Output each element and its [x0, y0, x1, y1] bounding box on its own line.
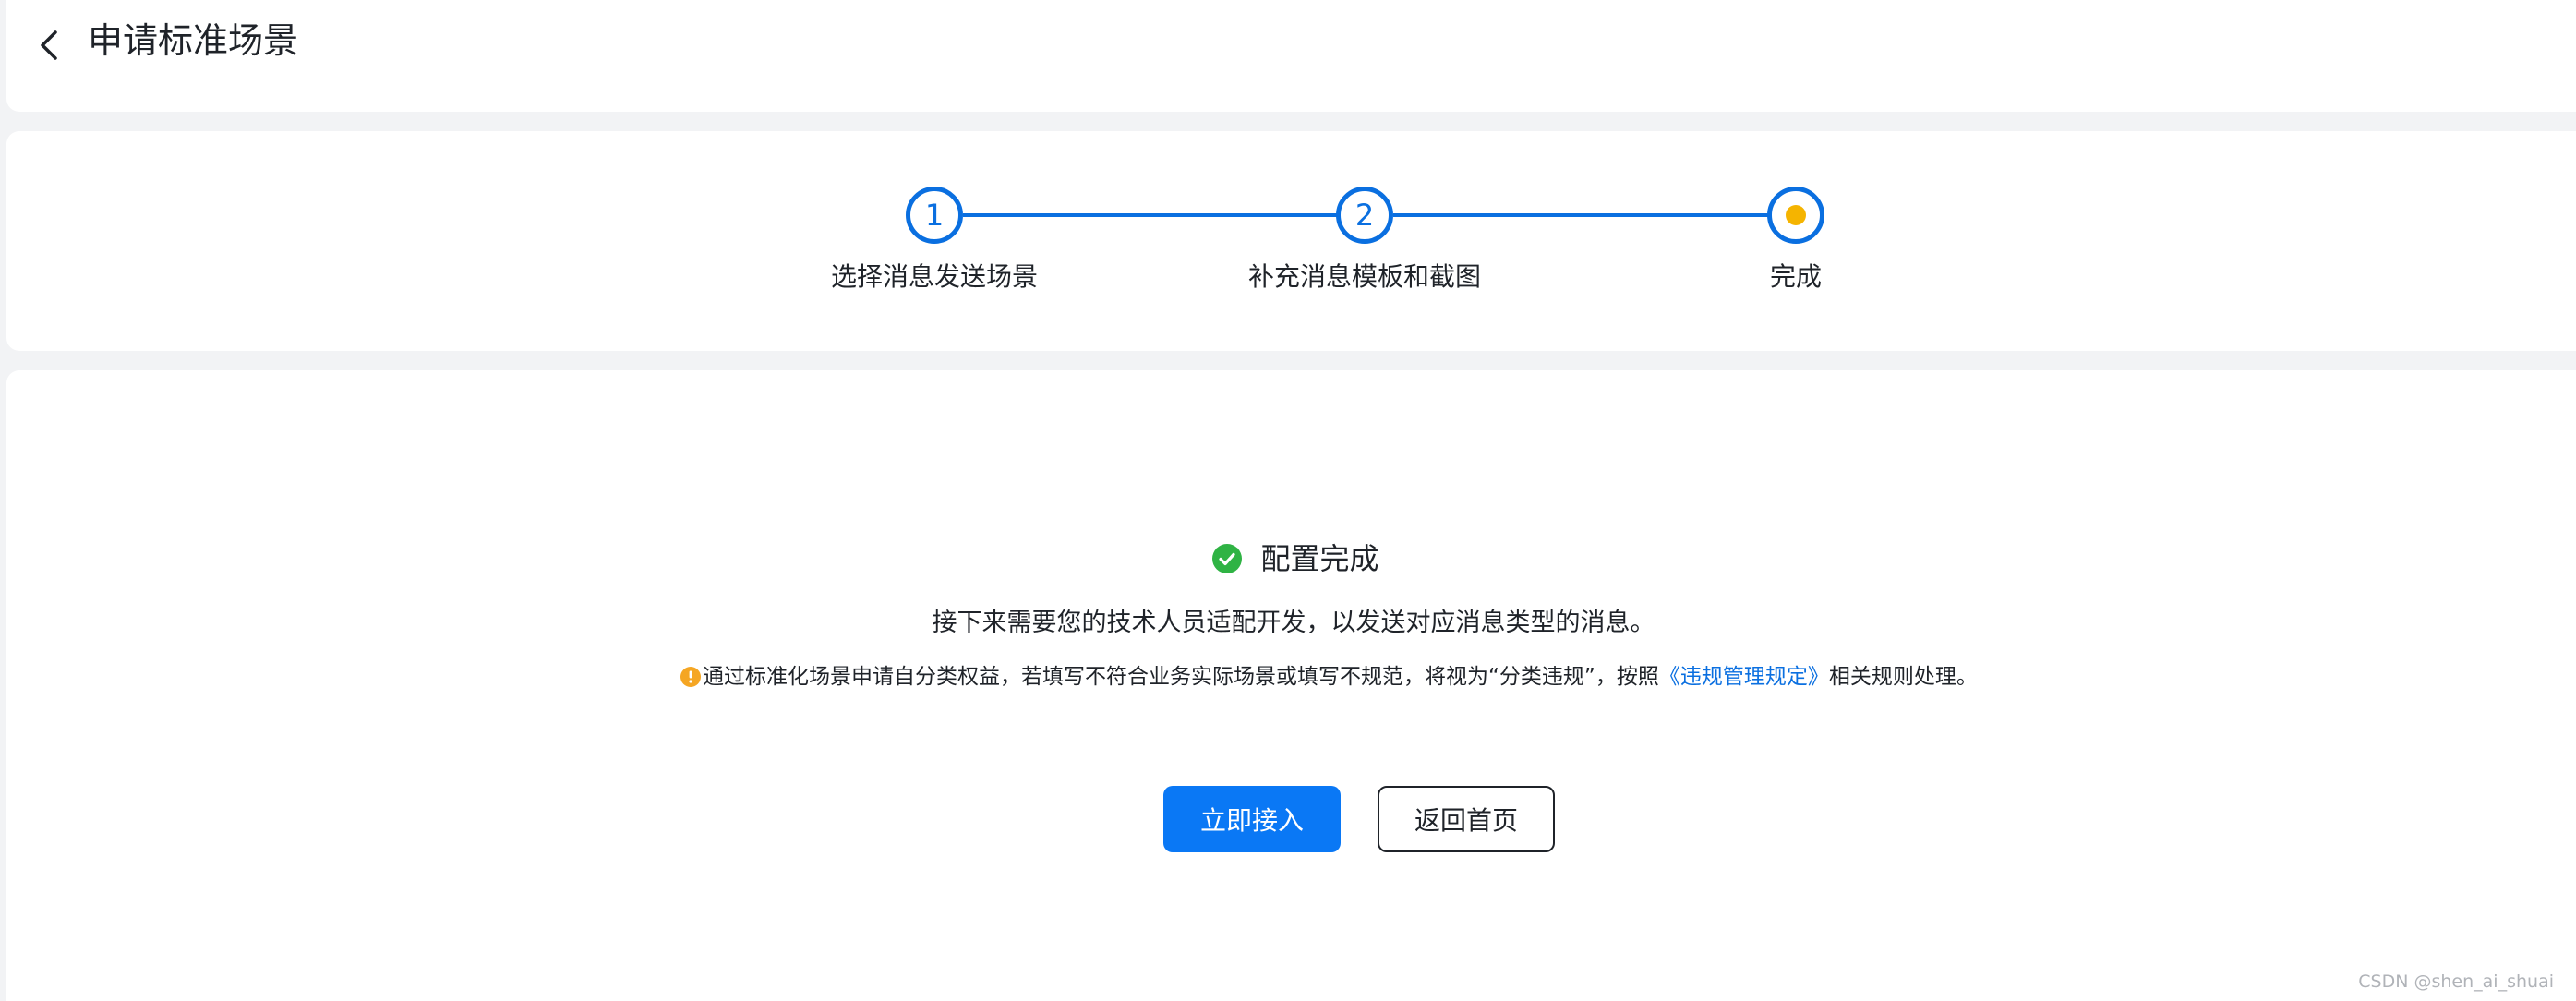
back-home-button[interactable]: 返回首页 [1378, 786, 1555, 852]
result-description: 接下来需要您的技术人员适配开发，以发送对应消息类型的消息。 [932, 609, 1655, 637]
exclamation-circle-icon [680, 667, 701, 687]
step-3-circle [1767, 187, 1824, 244]
connect-now-button[interactable]: 立即接入 [1163, 786, 1341, 852]
result-panel: 配置完成 接下来需要您的技术人员适配开发，以发送对应消息类型的消息。 通过标准化… [6, 370, 2576, 1001]
result-header: 配置完成 [6, 537, 2576, 580]
step-2-number: 2 [1354, 198, 1375, 233]
page-header: 申请标准场景 [6, 0, 2576, 112]
notice-suffix: 相关规则处理。 [1828, 665, 1978, 689]
back-button[interactable] [30, 24, 67, 66]
step-2-circle: 2 [1336, 187, 1393, 244]
watermark: CSDN @shen_ai_shuai [2358, 971, 2554, 992]
result-title: 配置完成 [1260, 541, 1379, 576]
notice-text: 通过标准化场景申请自分类权益，若填写不符合业务实际场景或填写不规范，将视为“分类… [703, 665, 1659, 689]
page-title: 申请标准场景 [88, 20, 299, 61]
check-circle-icon [1212, 544, 1243, 573]
step-connector-1-2 [963, 213, 1340, 217]
steps-panel: 1 选择消息发送场景 2 补充消息模板和截图 完成 [6, 131, 2576, 351]
step-connector-2-3 [1393, 213, 1770, 217]
violation-notice: 通过标准化场景申请自分类权益，若填写不符合业务实际场景或填写不规范，将视为“分类… [680, 660, 2047, 693]
step-3-label: 完成 [1769, 261, 1823, 292]
violation-rules-link[interactable]: 《违规管理规定》 [1658, 665, 1829, 689]
current-step-dot [1786, 205, 1806, 225]
step-2-label: 补充消息模板和截图 [1247, 261, 1482, 292]
step-1-number: 1 [924, 198, 945, 233]
chevron-left-icon [41, 30, 57, 60]
step-1-circle: 1 [906, 187, 963, 244]
step-1-label: 选择消息发送场景 [830, 261, 1039, 292]
